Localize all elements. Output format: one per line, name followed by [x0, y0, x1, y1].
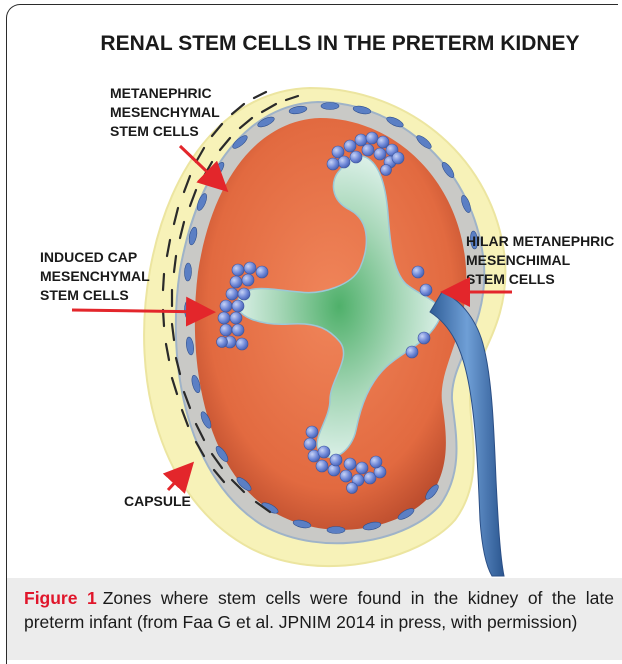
label-induced-cap-line2: MESENCHYMAL [40, 268, 150, 284]
caption-text: Zones where stem cells were found in the… [24, 588, 614, 632]
label-hilar-line3: STEM CELLS [466, 271, 555, 287]
kidney-diagram: RENAL STEM CELLS IN THE PRETERM KIDNEY [0, 0, 622, 580]
label-hilar: HILAR METANEPHRIC MESENCHIMAL STEM CELLS [466, 233, 614, 287]
label-induced-cap: INDUCED CAP MESENCHYMAL STEM CELLS [40, 249, 150, 303]
label-induced-cap-line3: STEM CELLS [40, 287, 129, 303]
arrow-induced-cap [72, 310, 210, 312]
label-hilar-line1: HILAR METANEPHRIC [466, 233, 614, 249]
label-induced-cap-line1: INDUCED CAP [40, 249, 137, 265]
label-metanephric: METANEPHRIC MESENCHYMAL STEM CELLS [110, 85, 220, 139]
diagram-title: RENAL STEM CELLS IN THE PRETERM KIDNEY [100, 32, 579, 55]
label-metanephric-line2: MESENCHYMAL [110, 104, 220, 120]
label-hilar-line2: MESENCHIMAL [466, 252, 571, 268]
label-metanephric-line3: STEM CELLS [110, 123, 199, 139]
label-capsule: CAPSULE [124, 493, 191, 509]
label-metanephric-line1: METANEPHRIC [110, 85, 212, 101]
caption-figure-label: Figure 1 [24, 588, 97, 608]
